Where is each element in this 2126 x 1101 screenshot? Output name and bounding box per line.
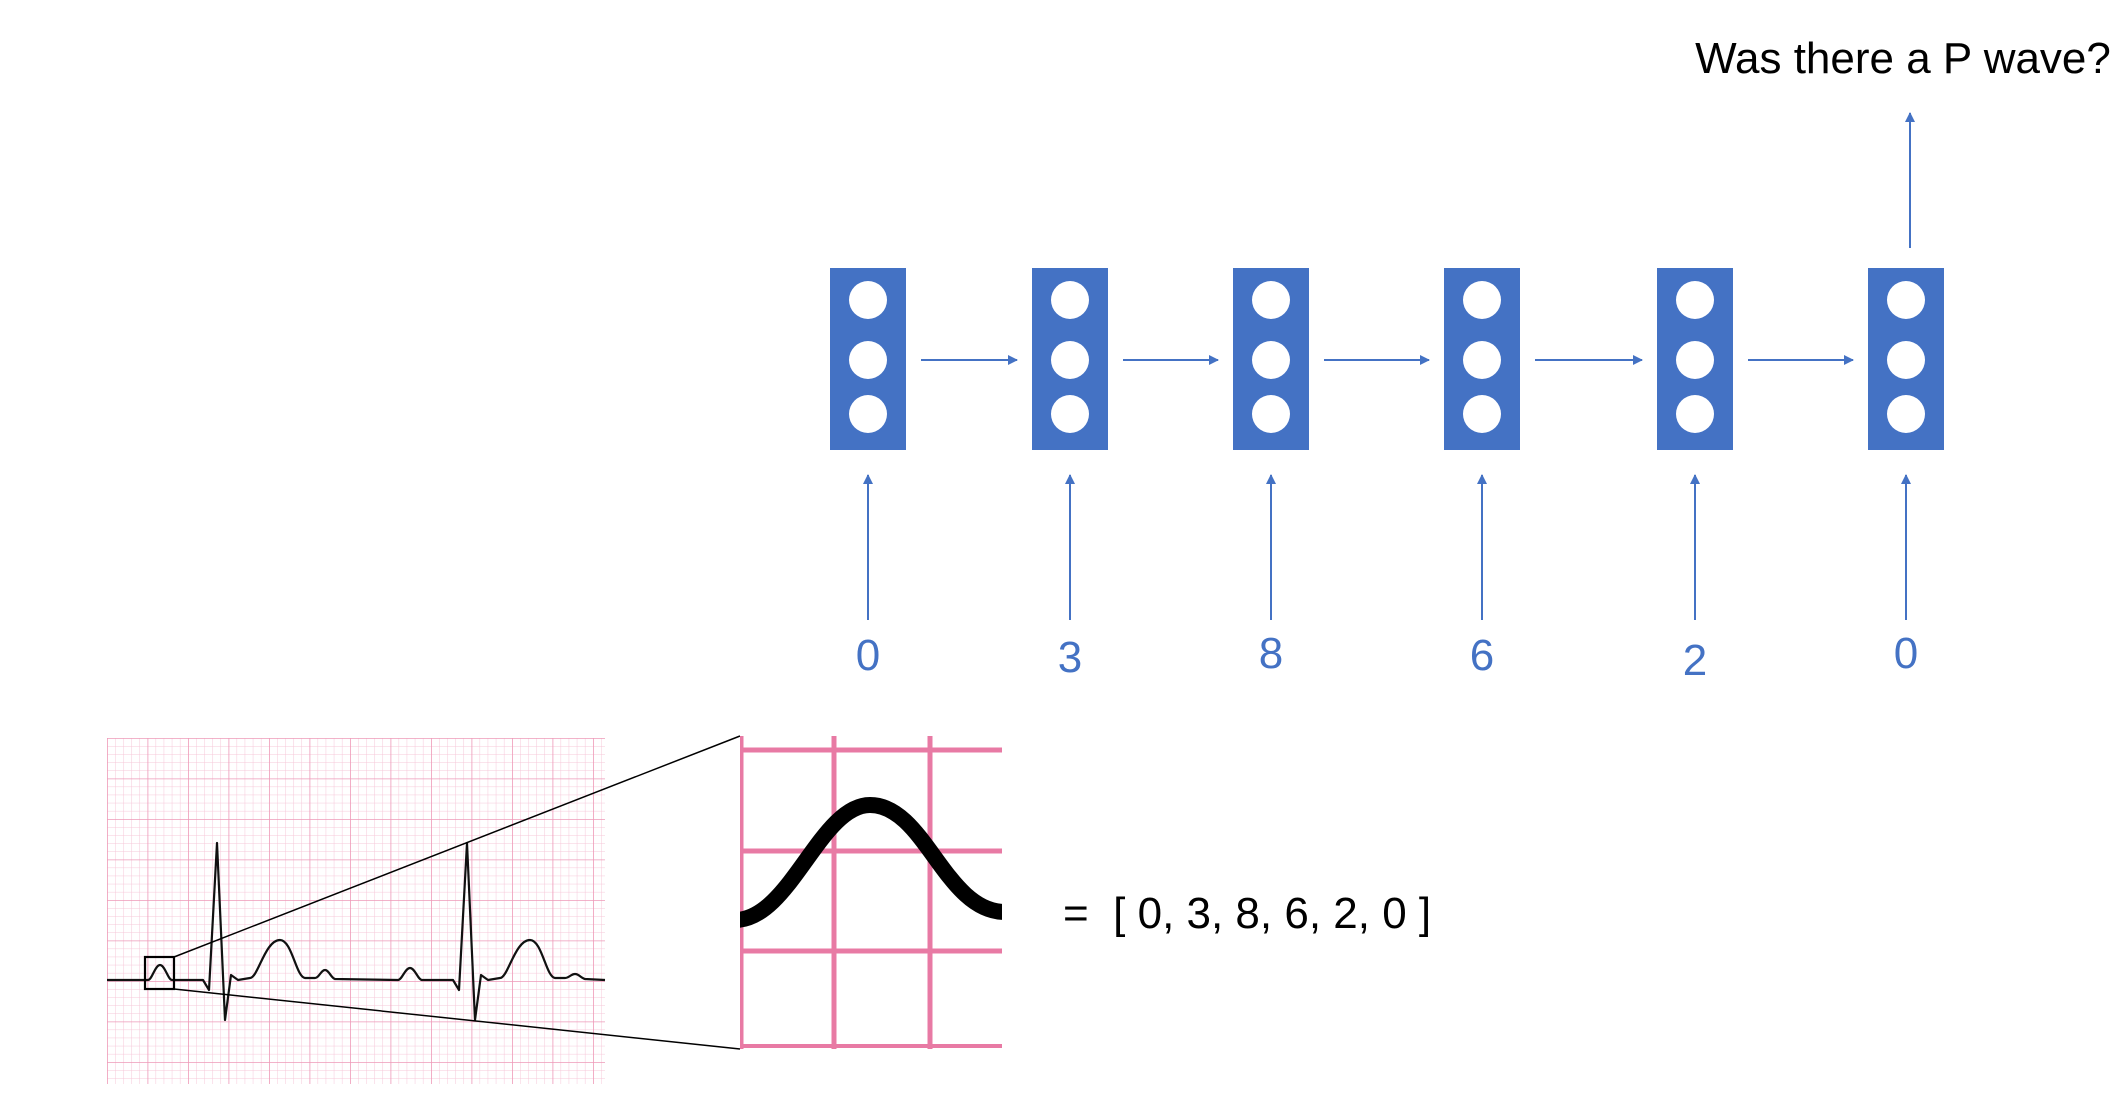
ecg-zoomed-view [740,736,1002,1049]
hidden-unit [1676,395,1714,433]
hidden-unit [1676,341,1714,379]
ecg-zoom-box [143,955,176,991]
rnn-cell [830,268,906,450]
rnn-cells: 0 3 8 6 2 0 [830,268,1944,685]
zoom-line-top [173,735,741,958]
hidden-unit [1252,281,1290,319]
hidden-unit [1887,341,1925,379]
hidden-unit [849,341,887,379]
ecg-major-grid [107,738,605,1084]
hidden-unit [1463,395,1501,433]
ecg-strip [107,738,606,1084]
input-value: 6 [1470,631,1494,680]
rnn-cell [1032,268,1108,450]
hidden-unit [1463,281,1501,319]
hidden-unit [1887,281,1925,319]
rnn-cell [1657,268,1733,450]
rnn-cell [1868,268,1944,450]
hidden-unit [849,395,887,433]
input-value: 3 [1058,633,1082,682]
hidden-unit [1887,395,1925,433]
hidden-unit [1051,341,1089,379]
hidden-unit [1051,281,1089,319]
hidden-unit [1252,395,1290,433]
zoomed-p-wave [740,796,1002,928]
input-value: 0 [856,631,880,680]
hidden-unit [1051,395,1089,433]
hidden-unit [1463,341,1501,379]
input-value: 0 [1894,629,1918,678]
rnn-cell [1233,268,1309,450]
ecg-trace [107,841,606,1022]
hidden-unit [1252,341,1290,379]
hidden-unit [849,281,887,319]
input-value: 8 [1259,629,1283,678]
input-value: 2 [1683,636,1707,685]
output-question: Was there a P wave? [1695,34,2111,83]
hidden-unit [1676,281,1714,319]
zoom-line-bottom [173,988,741,1050]
vector-equation: = [ 0, 3, 8, 6, 2, 0 ] [1063,889,1431,938]
rnn-cell [1444,268,1520,450]
zoom-grid [740,736,1002,1049]
